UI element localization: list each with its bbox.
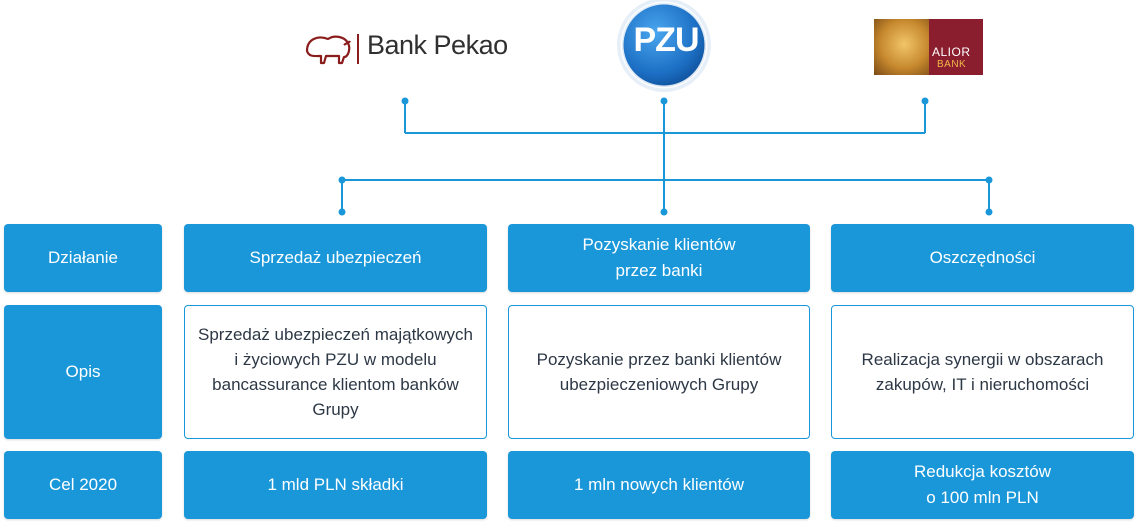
goal-cell: 1 mld PLN składki <box>184 451 487 519</box>
action-cell: Oszczędności <box>831 224 1134 292</box>
pzu-logo-icon <box>617 0 711 92</box>
row-label-opis: Opis <box>4 305 162 439</box>
action-cell: Sprzedaż ubezpieczeń <box>184 224 487 292</box>
alior-face-icon <box>874 19 929 75</box>
alior-logo: ALIOR BANK <box>874 19 983 75</box>
goal-cell: 1 mln nowych klientów <box>508 451 810 519</box>
pekao-divider <box>357 34 359 64</box>
description-cell: Sprzedaż ubezpieczeń majątkowych i życio… <box>184 305 487 439</box>
goal-cell: Redukcja kosztów o 100 mln PLN <box>831 451 1134 519</box>
alior-logo-name: ALIOR <box>932 45 971 59</box>
description-cell: Realizacja synergii w obszarach zakupów,… <box>831 305 1134 439</box>
bison-icon <box>305 35 351 65</box>
pekao-logo-text: Bank Pekao <box>367 30 508 60</box>
action-cell: Pozyskanie klientów przez banki <box>508 224 810 292</box>
alior-logo-sub: BANK <box>937 59 967 70</box>
row-label-dzialanie: Działanie <box>4 224 162 292</box>
description-cell: Pozyskanie przez banki klientów ubezpiec… <box>508 305 810 439</box>
row-label-cel: Cel 2020 <box>4 451 162 519</box>
pzu-logo-text: PZU <box>633 21 700 59</box>
